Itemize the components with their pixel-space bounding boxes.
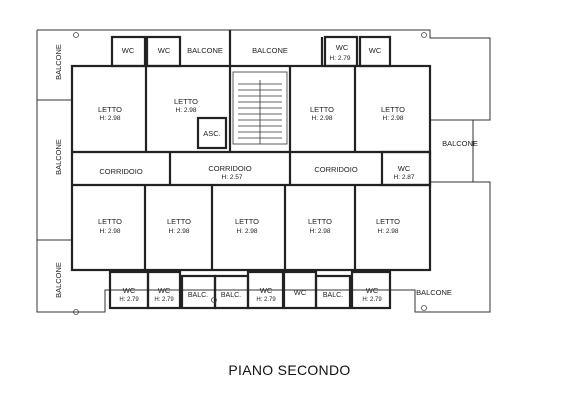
- label-balcone: BALCONE: [442, 139, 478, 148]
- label-height: H: 2.98: [169, 228, 190, 235]
- marker-circle-2: [421, 32, 427, 38]
- label-letto: LETTO: [308, 217, 332, 226]
- label-wc: WC: [122, 46, 135, 55]
- marker-circle-4: [211, 297, 217, 303]
- label-letto: LETTO: [98, 217, 122, 226]
- label-balcone: BALCONE: [252, 46, 288, 55]
- label-balcone-vertical: BALCONE: [54, 262, 63, 298]
- label-wc: WC: [294, 288, 307, 297]
- label-wc: WC: [158, 46, 171, 55]
- label-balcone-vertical: BALCONE: [54, 44, 63, 80]
- label-wc: WC: [369, 46, 382, 55]
- label-corridoio: CORRIDOIO: [208, 164, 252, 173]
- label-height: H: 2.57: [222, 174, 243, 181]
- label-height: H: 2.98: [312, 115, 333, 122]
- label-balcone: BALCONE: [416, 288, 452, 297]
- label-balc: BALC.: [221, 292, 241, 299]
- label-letto: LETTO: [167, 217, 191, 226]
- label-height: H: 2.98: [383, 115, 404, 122]
- label-height: H: 2.79: [362, 297, 382, 303]
- label-height: H: 2.98: [176, 107, 197, 114]
- label-height: H: 2.79: [154, 297, 174, 303]
- label-wc: WC: [398, 164, 411, 173]
- label-letto: LETTO: [381, 105, 405, 114]
- label-wc: WC: [123, 286, 136, 295]
- label-balc: BALC.: [188, 292, 208, 299]
- label-wc: WC: [336, 43, 349, 52]
- label-height: H: 2.87: [394, 174, 415, 181]
- label-height: H: 2.98: [100, 228, 121, 235]
- label-height: H: 2.98: [378, 228, 399, 235]
- plan-title: PIANO SECONDO: [228, 362, 351, 378]
- label-letto: LETTO: [98, 105, 122, 114]
- label-height: H: 2.79: [256, 297, 276, 303]
- outer-outline: [36, 29, 491, 313]
- label-letto: LETTO: [376, 217, 400, 226]
- label-corridoio: CORRIDOIO: [99, 167, 143, 176]
- marker-circle-5: [421, 305, 427, 311]
- label-balcone: BALCONE: [187, 46, 223, 55]
- label-height: H: 2.79: [330, 55, 351, 62]
- label-height: H: 2.98: [310, 228, 331, 235]
- marker-circle-3: [73, 309, 79, 315]
- label-wc: WC: [158, 286, 171, 295]
- label-letto: LETTO: [310, 105, 334, 114]
- label-wc: WC: [260, 286, 273, 295]
- label-asc: ASC.: [203, 129, 221, 138]
- floor-plan: WC WC BALCONE BALCONE WC H: 2.79 WC BALC…: [36, 29, 491, 315]
- label-balcone-vertical: BALCONE: [54, 139, 63, 175]
- staircase: [232, 71, 288, 145]
- label-wc: WC: [366, 286, 379, 295]
- marker-circle-1: [73, 32, 79, 38]
- label-letto: LETTO: [174, 97, 198, 106]
- label-balc: BALC.: [323, 292, 343, 299]
- label-height: H: 2.79: [119, 297, 139, 303]
- label-corridoio: CORRIDOIO: [314, 165, 358, 174]
- label-letto: LETTO: [235, 217, 259, 226]
- label-height: H: 2.98: [100, 115, 121, 122]
- label-height: H: 2.98: [237, 228, 258, 235]
